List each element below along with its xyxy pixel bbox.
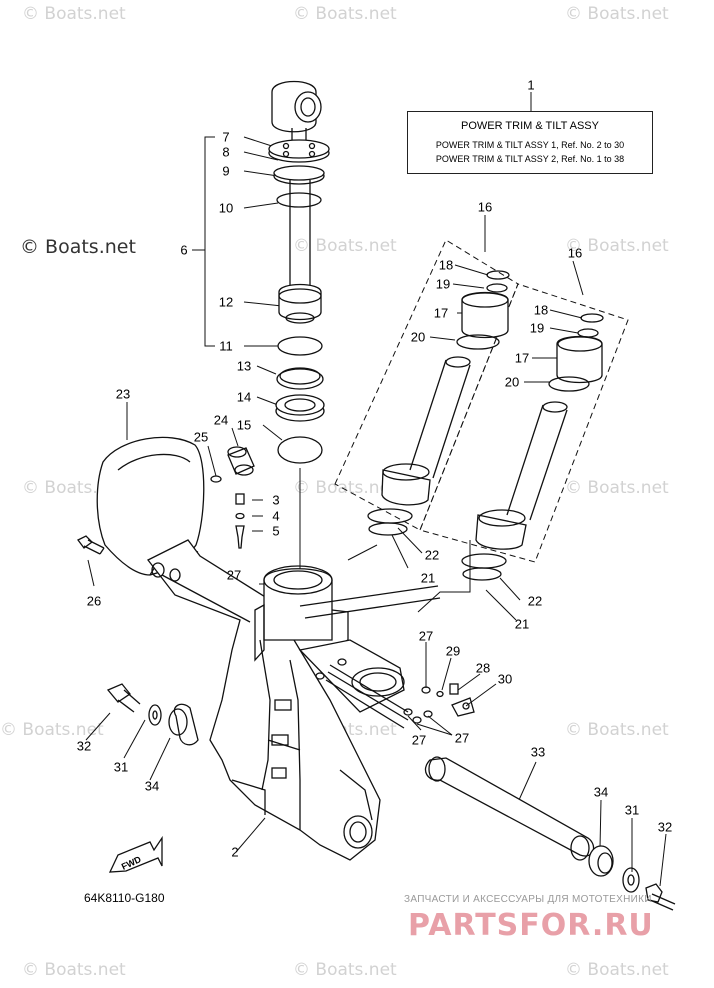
watermark: © Boats.net xyxy=(565,720,669,740)
callout-15: 15 xyxy=(236,417,252,433)
left-fasteners xyxy=(106,683,199,746)
callout-22: 22 xyxy=(424,547,440,563)
callout-32: 32 xyxy=(76,738,92,754)
callout-29: 29 xyxy=(445,643,461,659)
trim-cylinder-group-1 xyxy=(334,239,629,563)
tilt-rod-assembly xyxy=(268,80,330,464)
callout-8: 8 xyxy=(222,144,230,160)
valve-parts xyxy=(436,683,475,717)
drawing-code: 64K8110-G180 xyxy=(84,891,165,905)
callout-22: 22 xyxy=(527,593,543,609)
bolt-26 xyxy=(77,535,105,555)
trim-cylinder-1 xyxy=(367,270,510,536)
callout-23: 23 xyxy=(115,386,131,402)
watermark: © Boats.net xyxy=(293,4,397,24)
callout-14: 14 xyxy=(236,389,252,405)
callout-17: 17 xyxy=(433,305,449,321)
watermark: © Boats.net xyxy=(565,960,669,980)
callout-10: 10 xyxy=(218,200,234,216)
callout-16: 16 xyxy=(567,245,583,261)
callout-24: 24 xyxy=(213,412,229,428)
callout-21: 21 xyxy=(420,570,436,586)
watermark: © Boats.net xyxy=(293,960,397,980)
callout-26: 26 xyxy=(86,593,102,609)
watermark: © Boats.net xyxy=(293,478,397,498)
callout-28: 28 xyxy=(475,660,491,676)
fwd-arrow-icon xyxy=(108,835,163,873)
callout-34: 34 xyxy=(144,778,160,794)
callout-3: 3 xyxy=(272,492,280,508)
callout-17: 17 xyxy=(514,350,530,366)
callout-27: 27 xyxy=(454,730,470,746)
callout-18: 18 xyxy=(533,302,549,318)
callout-13: 13 xyxy=(236,358,252,374)
watermark: © Boats.net xyxy=(293,236,397,256)
callout-1: 1 xyxy=(527,77,535,93)
callout-34: 34 xyxy=(593,784,609,800)
callout-31: 31 xyxy=(624,802,640,818)
callout-6: 6 xyxy=(180,242,188,258)
callout-21: 21 xyxy=(514,616,530,632)
watermark: © Boats.net xyxy=(22,4,126,24)
callout-27: 27 xyxy=(411,732,427,748)
callout-33: 33 xyxy=(530,744,546,760)
callout-25: 25 xyxy=(193,429,209,445)
watermark: © Boats.net xyxy=(0,720,104,740)
callout-20: 20 xyxy=(504,374,520,390)
watermark: © Boats.net xyxy=(565,4,669,24)
callout-12: 12 xyxy=(218,294,234,310)
watermark: © Boats.net xyxy=(22,960,126,980)
callout-7: 7 xyxy=(222,129,230,145)
title-sub-1: POWER TRIM & TILT ASSY 1, Ref. No. 2 to … xyxy=(435,140,625,150)
title-box: POWER TRIM & TILT ASSY POWER TRIM & TILT… xyxy=(407,111,653,174)
title-sub-2: POWER TRIM & TILT ASSY 2, Ref. No. 1 to … xyxy=(435,154,625,164)
callout-19: 19 xyxy=(435,276,451,292)
ad-caption: ЗАПЧАСТИ И АКСЕССУАРЫ ДЛЯ МОТОТЕХНИКИ xyxy=(404,894,652,905)
trim-cylinder-2 xyxy=(461,313,604,581)
callout-20: 20 xyxy=(410,329,426,345)
callout-11: 11 xyxy=(219,338,233,354)
callout-4: 4 xyxy=(272,508,280,524)
callout-5: 5 xyxy=(272,523,280,539)
callout-27: 27 xyxy=(418,628,434,644)
watermark: © Boats.net xyxy=(565,478,669,498)
callout-32: 32 xyxy=(657,819,673,835)
callout-2: 2 xyxy=(231,844,239,860)
callout-9: 9 xyxy=(222,163,230,179)
callout-27: 27 xyxy=(226,567,242,583)
tilt-tube xyxy=(424,756,676,911)
callout-16: 16 xyxy=(477,199,493,215)
small-parts-left xyxy=(210,446,255,614)
callout-19: 19 xyxy=(529,320,545,336)
clamp-bracket xyxy=(147,539,441,861)
title-main: POWER TRIM & TILT ASSY xyxy=(461,120,599,132)
watermark: © Boats.net xyxy=(20,236,136,258)
callout-31: 31 xyxy=(113,759,129,775)
ad-logo: PARTSFOR.RU xyxy=(408,908,654,943)
callout-18: 18 xyxy=(438,257,454,273)
watermark: © Boats.net xyxy=(565,236,669,256)
callout-30: 30 xyxy=(497,671,513,687)
